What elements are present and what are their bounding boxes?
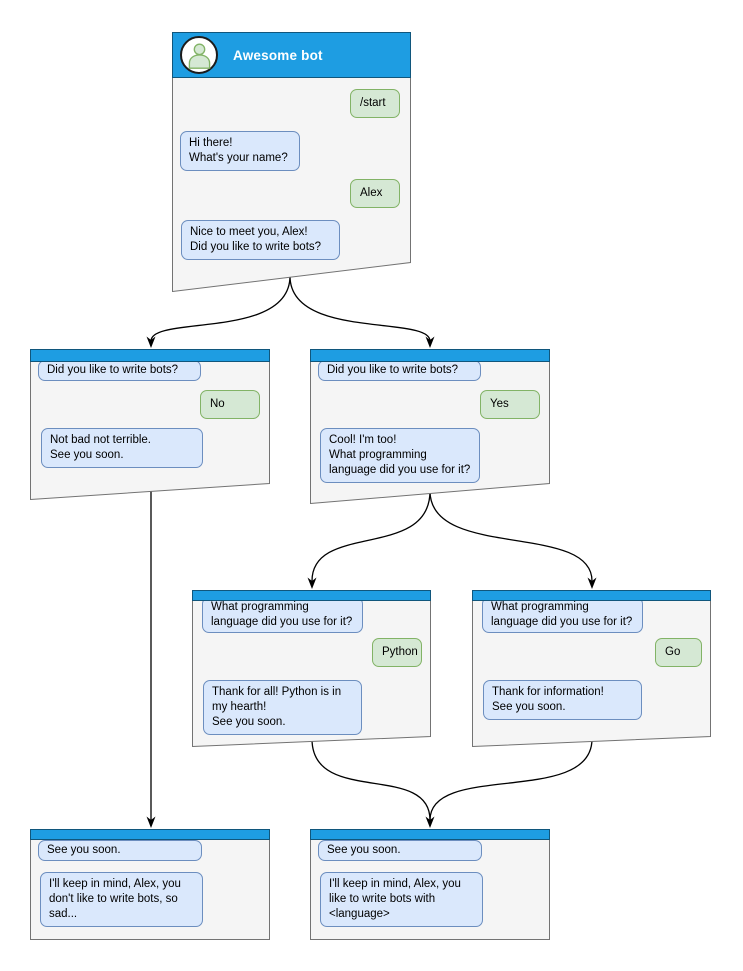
arrowhead-python-icon <box>307 577 317 589</box>
message-python-reply: Thank for all! Python is in my hearth! S… <box>203 680 362 735</box>
message-sad-summary: I'll keep in mind, Alex, you don't like … <box>40 872 203 927</box>
message-language-question: What programming language did you use fo… <box>202 597 363 633</box>
message-answer-yes: Yes <box>480 390 540 419</box>
message-farewell: See you soon. <box>318 840 482 861</box>
edge-python-to-end-happy <box>311 738 431 821</box>
window-python-branch: What programming language did you use fo… <box>192 590 431 747</box>
edge-yes-branch-to-go <box>429 490 593 582</box>
window-end-happy: See you soon. I'll keep in mind, Alex, y… <box>310 829 550 940</box>
message-language-question: What programming language did you use fo… <box>482 597 643 633</box>
end-happy-titlebar <box>310 829 550 840</box>
yes-branch-titlebar <box>310 349 550 362</box>
arrowhead-end-sad-icon <box>146 816 156 828</box>
window-end-sad: See you soon. I'll keep in mind, Alex, y… <box>30 829 270 940</box>
arrowhead-go-icon <box>587 577 597 589</box>
arrowhead-yes-branch-icon <box>425 336 435 348</box>
end-sad-titlebar <box>30 829 270 840</box>
arrowhead-end-happy-icon <box>425 816 435 828</box>
person-icon <box>188 42 210 69</box>
window-no-branch: Did you like to write bots? No Not bad n… <box>30 349 270 500</box>
edge-yes-branch-to-python <box>311 490 431 582</box>
message-question-repeat: Did you like to write bots? <box>38 360 201 381</box>
message-question: Nice to meet you, Alex! Did you like to … <box>181 220 340 260</box>
message-question-repeat: Did you like to write bots? <box>318 360 481 381</box>
message-go-reply: Thank for information! See you soon. <box>483 680 642 720</box>
python-branch-titlebar <box>192 590 431 601</box>
message-greeting: Hi there! What's your name? <box>180 131 300 171</box>
bot-avatar <box>180 36 218 74</box>
message-start-command: /start <box>350 89 400 118</box>
main-chat-titlebar: Awesome bot <box>172 32 411 78</box>
bot-name-title: Awesome bot <box>233 47 323 63</box>
window-main-chat: /start Hi there! What's your name? Alex … <box>172 32 411 292</box>
message-farewell: See you soon. <box>38 840 202 861</box>
go-branch-titlebar <box>472 590 711 601</box>
window-go-branch: What programming language did you use fo… <box>472 590 711 747</box>
message-happy-summary: I'll keep in mind, Alex, you like to wri… <box>320 872 483 927</box>
no-branch-titlebar <box>30 349 270 362</box>
message-name-reply: Alex <box>350 179 400 208</box>
edge-go-to-end-happy <box>429 738 593 821</box>
arrowhead-no-branch-icon <box>146 336 156 348</box>
window-yes-branch: Did you like to write bots? Yes Cool! I'… <box>310 349 550 504</box>
message-answer-python: Python <box>372 638 422 667</box>
message-yes-reply: Cool! I'm too! What programming language… <box>320 428 480 483</box>
message-answer-no: No <box>200 390 260 419</box>
message-answer-go: Go <box>655 638 702 667</box>
message-no-reply: Not bad not terrible. See you soon. <box>41 428 203 468</box>
